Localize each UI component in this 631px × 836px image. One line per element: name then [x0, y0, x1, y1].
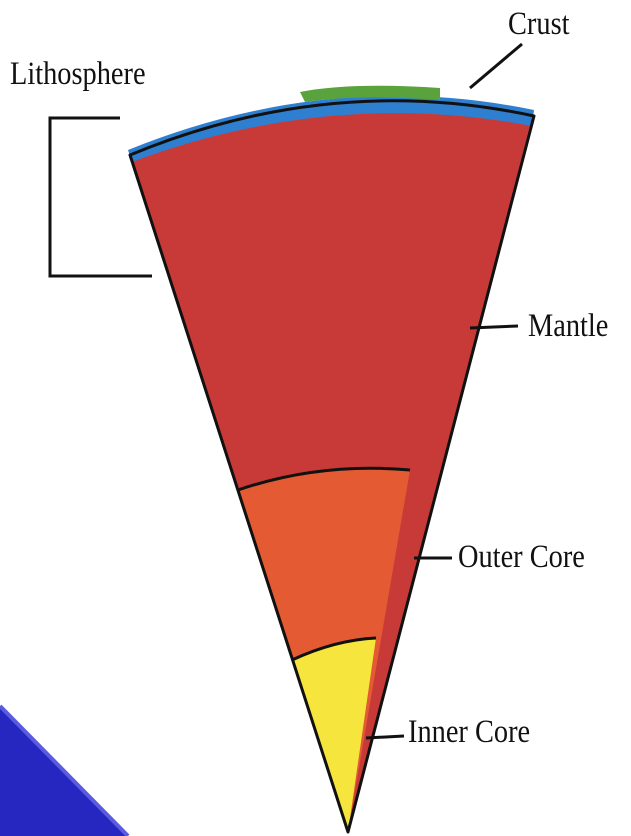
mantle-leader-line [470, 326, 518, 328]
mantle-label: Mantle [528, 310, 608, 343]
lithosphere-label: Lithosphere [10, 58, 146, 91]
inner-core-leader-line [366, 736, 404, 738]
crust-leader-line [470, 44, 522, 88]
crust-label: Crust [508, 8, 570, 41]
inner-core-label: Inner Core [408, 716, 530, 749]
outer-core-label: Outer Core [458, 541, 585, 574]
lithosphere-bracket [50, 118, 152, 276]
